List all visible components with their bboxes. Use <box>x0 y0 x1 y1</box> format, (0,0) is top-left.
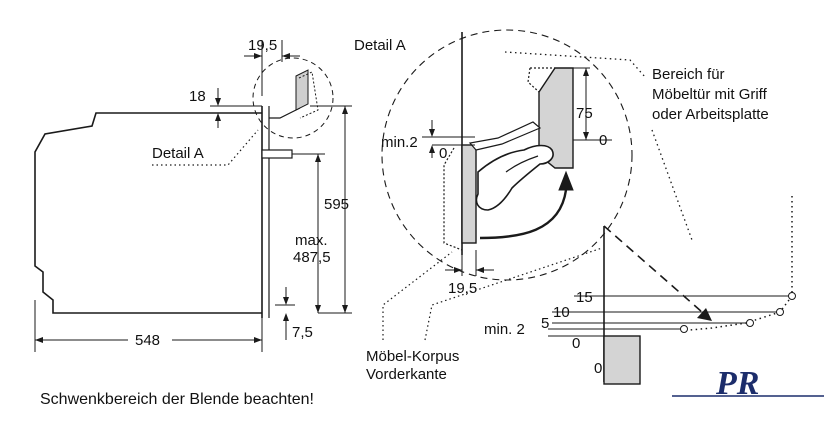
scale-point-5 <box>746 319 754 327</box>
swing-range-diagram: 15 10 5 min. 2 0 0 <box>484 196 796 385</box>
caption-swing-warning: Schwenkbereich der Blende beachten! <box>40 391 314 408</box>
detail-a-small-circle <box>252 57 334 139</box>
korpus-label-line1: Möbel-Korpus <box>366 348 459 365</box>
scale-point-15 <box>788 292 796 300</box>
brand-logo: PR <box>672 365 824 402</box>
korpus-leader-1 <box>382 251 453 340</box>
dim-7-5: 7,5 <box>275 287 313 341</box>
dim-7-5-label: 7,5 <box>292 324 313 341</box>
detail-a-mini-panel <box>295 69 309 111</box>
swing-path-dashed <box>603 225 703 313</box>
hinge-link-upper <box>468 121 542 151</box>
korpus-label-line2: Vorderkante <box>366 366 447 383</box>
door-panel-detail <box>461 144 477 244</box>
scale-point-min2 <box>680 325 688 333</box>
dim-548-label: 548 <box>135 332 160 349</box>
bottom-panel-right <box>603 335 641 385</box>
oven-handle <box>261 149 293 159</box>
oven-side-view <box>34 57 334 318</box>
bereich-label-line2: Möbeltür mit Griff <box>652 86 768 103</box>
oven-body-outline <box>34 112 262 314</box>
bereich-label-line1: Bereich für <box>652 66 725 83</box>
dim-548: 548 <box>34 300 263 352</box>
dim-19-5-top-label: 19,5 <box>248 37 277 54</box>
dim-max-label: max. <box>295 232 328 249</box>
detail-a-mini-clearance <box>298 71 319 119</box>
dim-18: 18 <box>189 88 262 128</box>
scale-label-10: 10 <box>553 304 570 321</box>
scale-label-0-bottom: 0 <box>594 360 602 377</box>
furniture-outline-dotted <box>443 147 463 251</box>
bereich-leader-bottom <box>651 129 693 241</box>
detail-a-view: Detail A 75 0 min.2 0 <box>354 29 633 297</box>
dim-18-label: 18 <box>189 88 206 105</box>
scale-label-min2: min. 2 <box>484 321 525 338</box>
bereich-leader-top <box>504 51 647 79</box>
scale-label-15: 15 <box>576 289 593 306</box>
dim-zero-detail-label: 0 <box>439 145 447 162</box>
scale-point-10 <box>776 308 784 316</box>
detail-a-title: Detail A <box>354 37 406 54</box>
dim-min2-detail-label: min.2 <box>381 134 418 151</box>
dim-zero-right-label: 0 <box>599 132 607 149</box>
dim-75-label: 75 <box>576 105 593 122</box>
detail-a-big-circle <box>381 29 633 281</box>
hand-finger-line <box>505 155 539 173</box>
swing-arrow <box>479 189 568 240</box>
swing-path-arrowhead <box>697 308 712 321</box>
detail-a-label-left: Detail A <box>152 145 204 162</box>
dim-595: 595 <box>310 105 352 314</box>
hand-grip <box>475 144 554 211</box>
dim-487-5-label: 487,5 <box>293 249 331 266</box>
scale-label-0: 0 <box>572 335 580 352</box>
dim-19-5-top: 19,5 <box>244 37 300 96</box>
bereich-label-line3: oder Arbeitsplatte <box>652 106 769 123</box>
upper-panel-dotted <box>527 67 555 93</box>
dim-19-5-detail-label: 19,5 <box>448 280 477 297</box>
scale-label-5: 5 <box>541 315 549 332</box>
dim-487-5: max. 487,5 <box>292 153 331 313</box>
dim-595-label: 595 <box>324 196 349 213</box>
oven-hinge-arm <box>269 107 301 119</box>
